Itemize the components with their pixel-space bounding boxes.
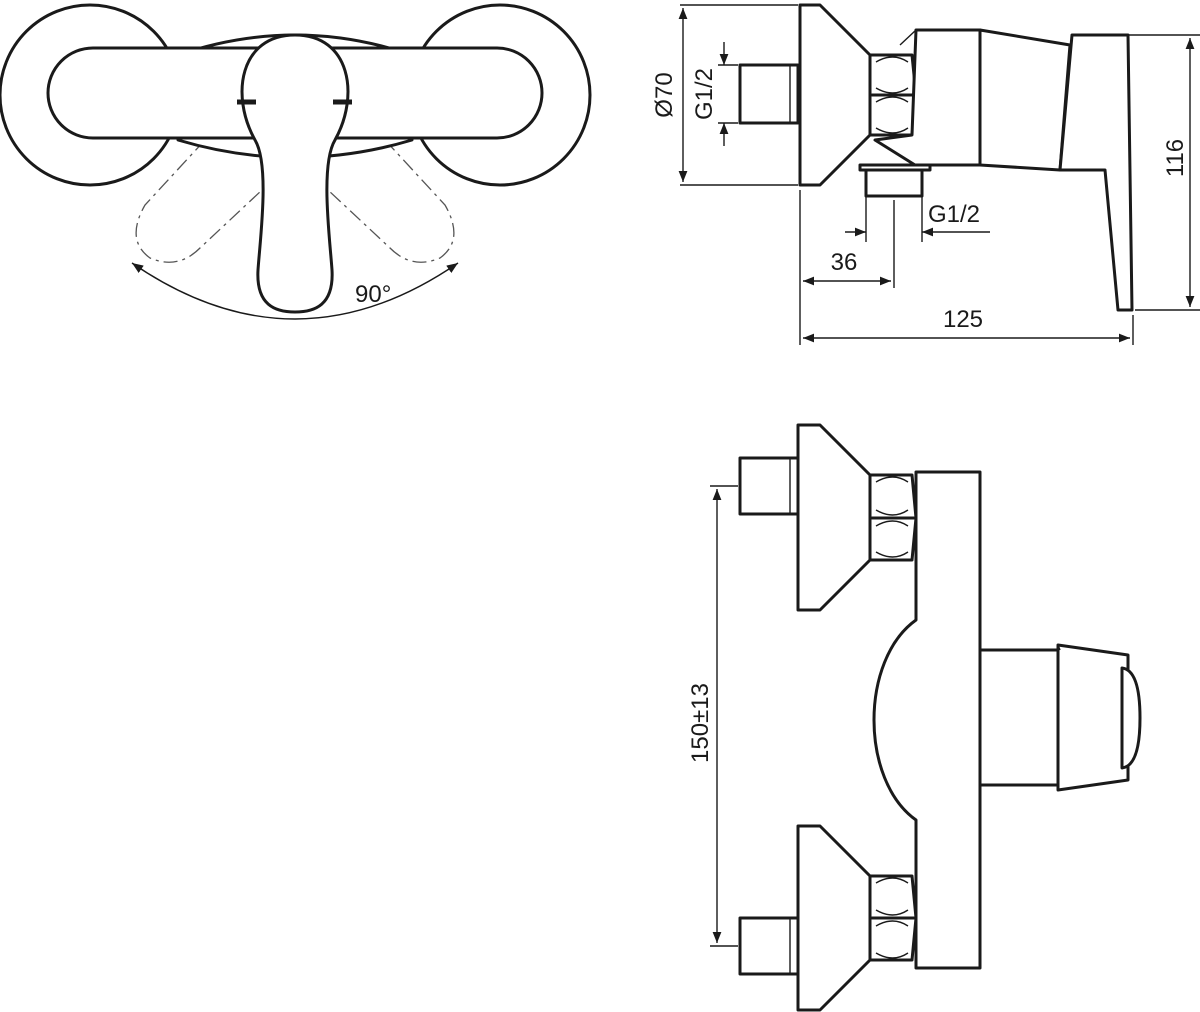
lever-side xyxy=(1058,33,1134,312)
depth-label: 125 xyxy=(943,306,983,333)
side-view: Ø70 G1/2 G1/2 36 125 116 xyxy=(651,3,1200,345)
inlet-nipple xyxy=(738,63,800,125)
handle-rotated-left-dashed xyxy=(135,139,263,263)
front-view: 150±13 xyxy=(687,423,1142,1012)
handle-cap xyxy=(1056,643,1130,792)
centers-label: 150±13 xyxy=(687,683,714,763)
height-label: 116 xyxy=(1162,139,1189,177)
top-view: 90° xyxy=(0,3,592,320)
outlet-thread-label: G1/2 xyxy=(928,201,980,228)
lower-inlet-nipple xyxy=(738,916,800,976)
outlet-offset-label: 36 xyxy=(831,249,858,276)
upper-wall-cone xyxy=(796,423,872,612)
wall-cone xyxy=(798,3,872,187)
upper-inlet-nipple xyxy=(738,456,800,516)
inlet-thread-label: G1/2 xyxy=(691,68,718,120)
outlet-nipple xyxy=(864,168,924,198)
diameter-label: Ø70 xyxy=(651,72,678,117)
handle-rotated-right-dashed xyxy=(327,139,455,263)
cartridge-body xyxy=(978,28,1072,172)
handle-end xyxy=(1120,666,1142,770)
cartridge-housing xyxy=(978,648,1062,787)
rotation-arc xyxy=(131,262,459,320)
mixer-body-front xyxy=(872,470,982,970)
angle-label: 90° xyxy=(355,281,391,308)
lower-wall-cone xyxy=(796,824,872,1012)
lever-handle xyxy=(240,33,350,314)
